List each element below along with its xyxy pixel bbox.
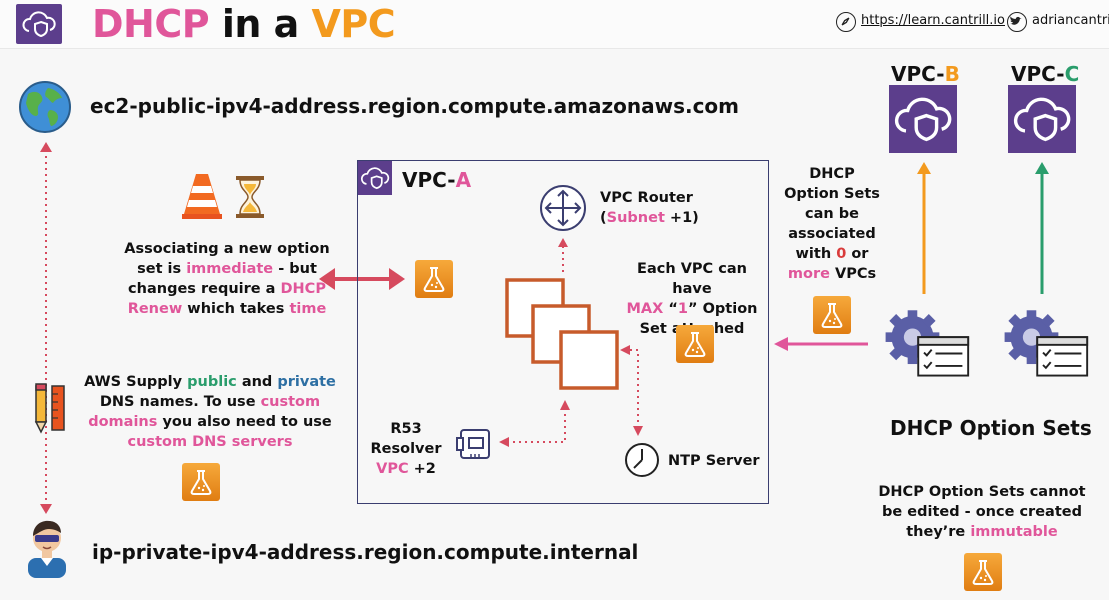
compass-icon (836, 12, 856, 32)
cloud-shield-icon (1008, 85, 1076, 153)
hourglass-icon (236, 176, 264, 218)
note-line-3: changes require a DHCP (128, 281, 326, 297)
vpc-b-arrow (917, 162, 931, 294)
note-line-2: set is immediate - but (137, 261, 317, 277)
page-title: DHCP in a VPC (92, 2, 396, 46)
vpc-c-label: VPC-C (1011, 62, 1080, 86)
option-set-timing-note: Associating a new option set is immediat… (120, 239, 334, 319)
dns-connector-arrow (40, 142, 52, 514)
vpc-a-label: VPC-A (402, 168, 472, 192)
title-in-a: in a (221, 2, 299, 46)
title-dhcp: DHCP (92, 2, 210, 46)
attach-arrow (774, 337, 868, 351)
globe-icon (19, 81, 71, 133)
vpc-c-arrow (1035, 162, 1049, 294)
traffic-cone-icon (182, 174, 222, 219)
private-dns-name: ip-private-ipv4-address.region.compute.i… (92, 540, 639, 564)
pencil-ruler-icon (34, 383, 65, 434)
flask-icon (964, 553, 1002, 591)
r53-arrow (499, 400, 570, 447)
association-double-arrow (319, 268, 405, 290)
association-note: DHCP Option Sets can be associated with … (784, 166, 880, 282)
note-line-1: Associating a new option (124, 241, 330, 257)
cloud-shield-icon (16, 4, 62, 44)
note-line-4: Renew which takes time (127, 301, 327, 317)
network-interface-icon (456, 429, 490, 459)
vpc-router-label: VPC Router (Subnet +1) (600, 190, 699, 226)
gear-list-icon (876, 302, 972, 380)
custom-dns-note: AWS Supply public and private DNS names.… (84, 374, 336, 450)
ec2-instance-icon (559, 330, 619, 390)
cloud-shield-icon (889, 85, 957, 153)
user-avatar-icon (28, 520, 66, 578)
public-dns-name: ec2-public-ipv4-address.region.compute.a… (90, 94, 740, 118)
ntp-server-label: NTP Server (668, 453, 760, 469)
vpc-b-label: VPC-B (891, 62, 960, 86)
cloud-shield-icon (358, 161, 392, 195)
ntp-arrow (620, 345, 643, 436)
dhcp-option-sets-heading: DHCP Option Sets (890, 416, 1092, 440)
flask-icon (415, 260, 453, 298)
immutable-note: DHCP Option Sets cannot be edited - once… (878, 484, 1086, 540)
logo (16, 4, 62, 44)
website-link[interactable]: https://learn.cantrill.io (861, 13, 1005, 28)
header-bar (0, 0, 1109, 49)
r53-resolver-label: R53 Resolver VPC +2 (370, 421, 442, 477)
flask-icon (813, 296, 851, 334)
flask-icon (676, 325, 714, 363)
vpc-a-container (357, 160, 769, 504)
title-vpc: VPC (311, 2, 396, 46)
twitter-handle[interactable]: adriancantrill (1032, 13, 1109, 28)
flask-icon (182, 463, 220, 501)
clock-icon (625, 443, 659, 477)
gear-list-icon (995, 302, 1091, 380)
router-arrow (558, 238, 568, 274)
router-icon (540, 185, 586, 231)
twitter-icon (1007, 12, 1027, 32)
